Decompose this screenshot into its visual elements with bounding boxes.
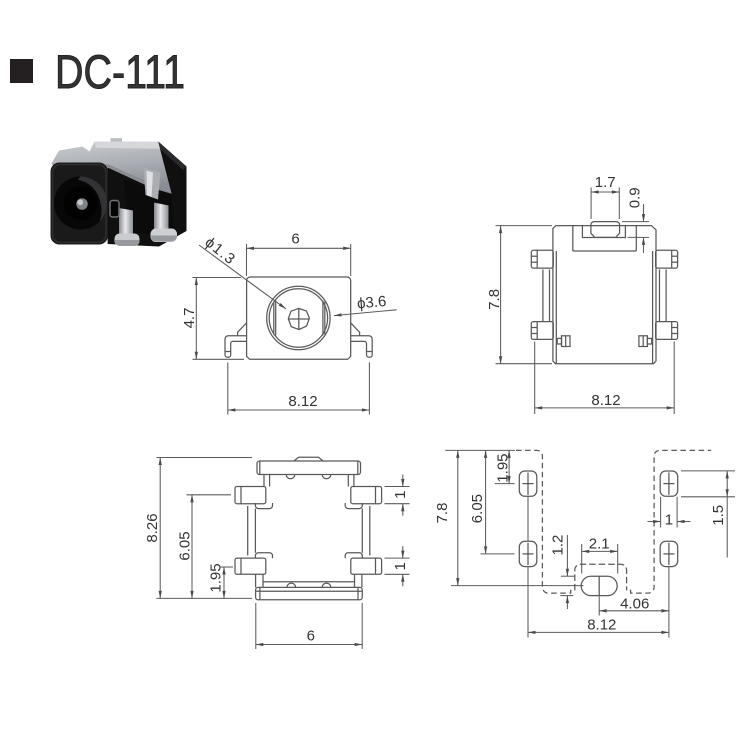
svg-text:0.9: 0.9 — [627, 187, 644, 208]
svg-text:1.7: 1.7 — [595, 174, 616, 191]
svg-text:1: 1 — [392, 562, 409, 570]
svg-text:6.05: 6.05 — [177, 531, 194, 560]
svg-text:ϕ3.6: ϕ3.6 — [356, 293, 387, 312]
svg-text:7.8: 7.8 — [434, 503, 451, 524]
svg-text:6: 6 — [307, 628, 315, 645]
svg-text:8.12: 8.12 — [587, 617, 616, 634]
svg-text:1.5: 1.5 — [710, 505, 727, 526]
svg-text:1.95: 1.95 — [208, 563, 225, 592]
svg-text:6: 6 — [291, 231, 299, 248]
svg-text:2.1: 2.1 — [589, 536, 610, 553]
svg-text:6.05: 6.05 — [469, 494, 486, 523]
svg-text:4.06: 4.06 — [620, 596, 649, 613]
svg-text:4.7: 4.7 — [181, 308, 198, 329]
svg-text:1: 1 — [392, 491, 409, 499]
svg-text:1.2: 1.2 — [549, 535, 566, 556]
svg-text:1.95: 1.95 — [495, 453, 512, 482]
svg-text:8.12: 8.12 — [288, 393, 317, 410]
svg-text:7.8: 7.8 — [486, 289, 503, 310]
svg-text:DC-111: DC-111 — [55, 45, 185, 98]
svg-text:8.12: 8.12 — [591, 392, 620, 409]
svg-text:8.26: 8.26 — [144, 513, 161, 542]
svg-text:ϕ1.3: ϕ1.3 — [202, 234, 240, 269]
svg-text:1: 1 — [665, 512, 673, 529]
